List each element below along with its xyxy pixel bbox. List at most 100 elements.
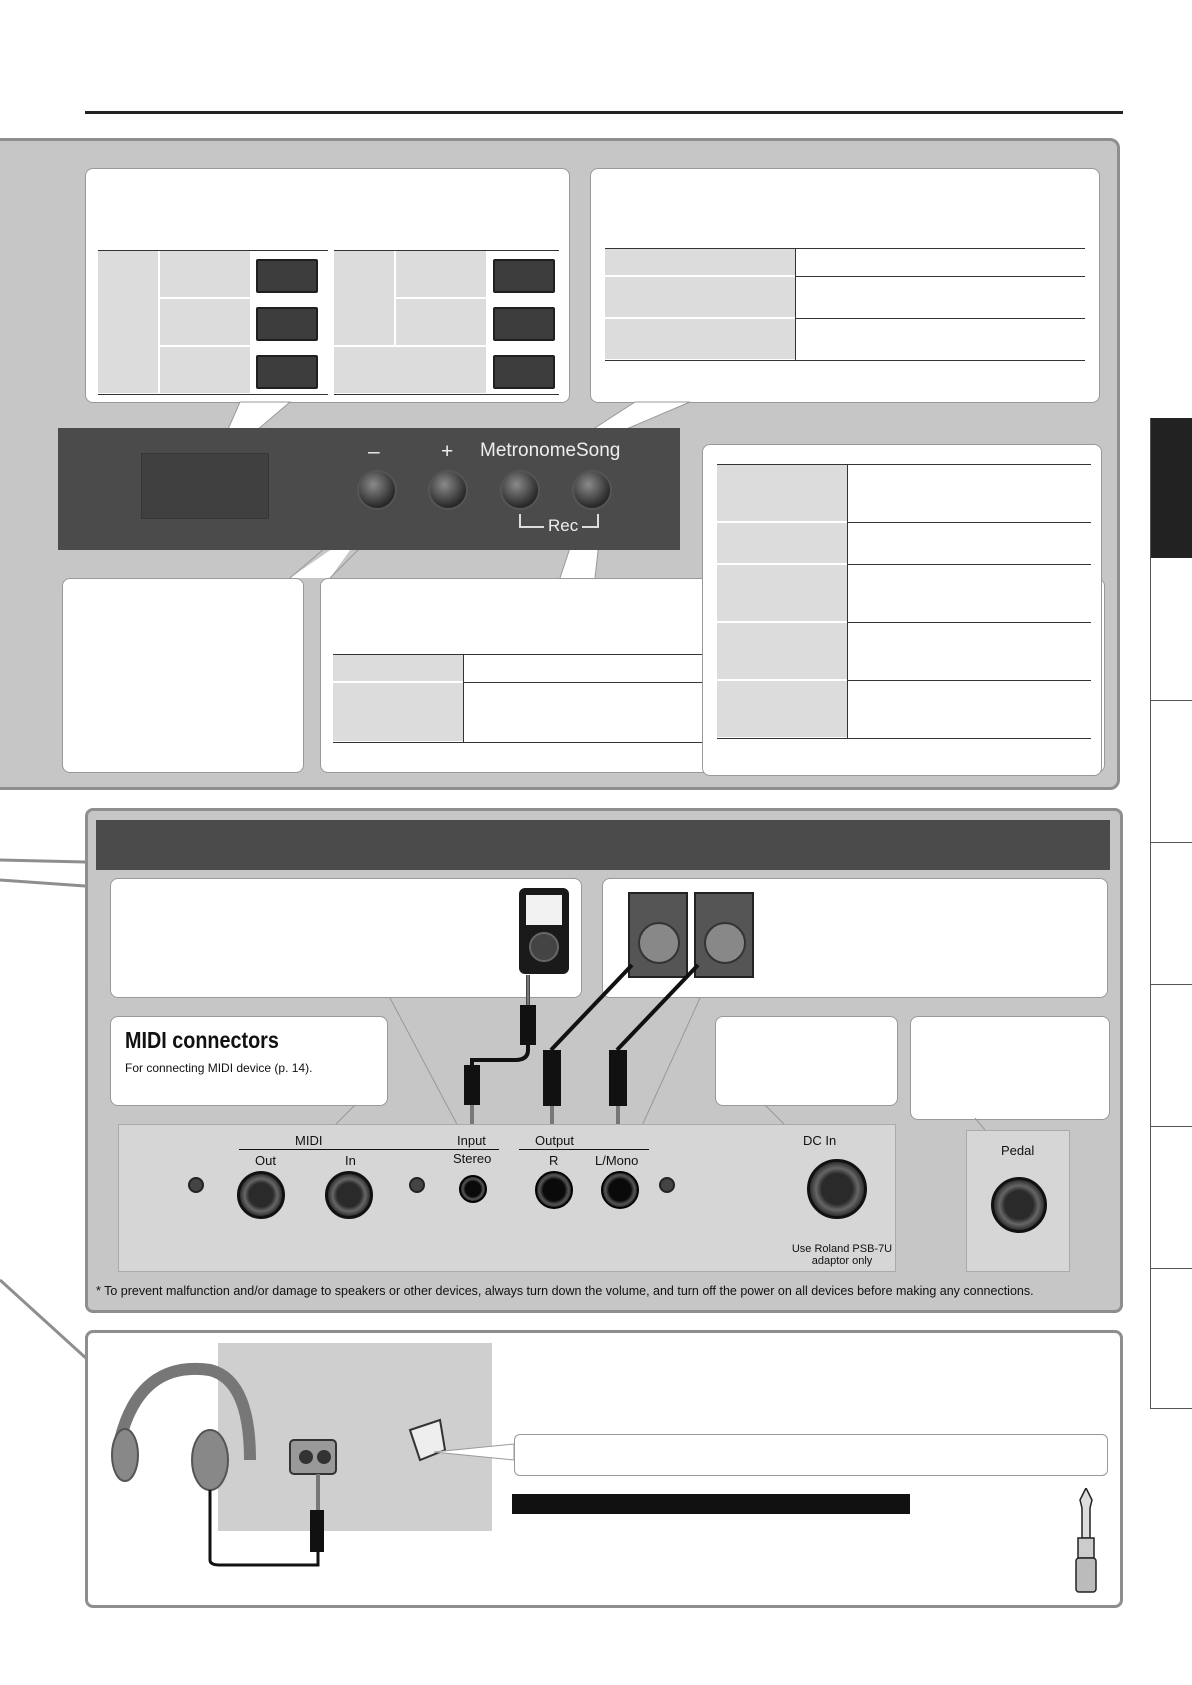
button-illustration [493, 259, 555, 293]
display-window [141, 453, 269, 519]
leader-lines [0, 858, 90, 1360]
pedal-label: Pedal [1001, 1143, 1035, 1158]
section-heading-bar [96, 820, 1110, 870]
stereo-plug-icon [1075, 1488, 1097, 1593]
midi-callout-card: MIDI connectors For connecting MIDI devi… [110, 1016, 388, 1106]
display-callout-card [85, 168, 570, 403]
side-tab-border [1150, 418, 1151, 1408]
table-rule [333, 742, 703, 743]
table-divider [795, 249, 796, 360]
header-rule [85, 111, 1123, 114]
button-illustration [493, 355, 555, 389]
panel-screw [659, 1177, 675, 1193]
table-cell [396, 299, 486, 345]
song-label: Song [576, 440, 621, 461]
speaker-icon [628, 892, 688, 978]
headphone-hook-callout [514, 1434, 1108, 1476]
table-rule [717, 464, 1091, 465]
table-rule [717, 738, 1091, 739]
metronome-label: Metronome [480, 440, 577, 461]
table-cell [605, 319, 795, 359]
value-callout-card [62, 578, 304, 773]
recording-callout-card [702, 444, 1102, 776]
control-panel-strip: – + Metronome Song Rec [58, 428, 680, 550]
table-rule [847, 622, 1091, 623]
piano-underside-illustration [218, 1343, 492, 1531]
side-tab-divider [1150, 1408, 1192, 1409]
table-rule [98, 394, 328, 395]
song-button[interactable] [572, 470, 612, 510]
audio-input-callout-card [110, 878, 582, 998]
table-cell [605, 277, 795, 317]
table-group-cell [334, 251, 394, 345]
table-cell [333, 683, 463, 741]
button-illustration [256, 259, 318, 293]
pedal-callout-card [910, 1016, 1110, 1120]
table-rule [98, 250, 328, 251]
table-cell [717, 523, 847, 563]
output-lmono-jack [601, 1171, 639, 1209]
adaptor-note: Use Roland PSB-7U adaptor only [791, 1243, 893, 1267]
side-tab-divider [1150, 842, 1192, 843]
table-divider [847, 465, 848, 738]
pedal-jack [991, 1177, 1047, 1233]
midi-in-jack [325, 1171, 373, 1219]
table-rule [334, 394, 559, 395]
input-label: Input [457, 1133, 486, 1148]
output-lmono-label: L/Mono [595, 1153, 639, 1168]
button-illustration [256, 355, 318, 389]
output-rule [519, 1149, 649, 1150]
minus-label: – [368, 440, 380, 463]
table-cell [717, 565, 847, 621]
metronome-callout-card [590, 168, 1100, 403]
table-rule [605, 360, 1085, 361]
table-cell [334, 347, 486, 393]
table-cell [605, 249, 795, 275]
table-cell [160, 251, 250, 297]
midi-out-jack [237, 1171, 285, 1219]
side-tab-active [1150, 418, 1192, 558]
speaker-icon [694, 892, 754, 978]
input-stereo-label: Stereo [453, 1151, 492, 1166]
midi-out-label: Out [255, 1153, 276, 1168]
output-r-jack [535, 1171, 573, 1209]
side-tab-divider [1150, 1126, 1192, 1127]
hook-pointer [433, 1443, 515, 1461]
table-cell [717, 465, 847, 521]
table-cell [333, 655, 463, 681]
table-rule [847, 680, 1091, 681]
connector-panel: MIDI Out In Input Stereo Output R L/Mono… [118, 1124, 896, 1272]
table-rule [795, 318, 1085, 319]
midi-title: MIDI connectors [125, 1027, 279, 1053]
table-cell [396, 251, 486, 297]
pedal-panel: Pedal [966, 1130, 1070, 1272]
headphones-illustration [111, 1362, 447, 1567]
table-rule [847, 564, 1091, 565]
rec-label: Rec [544, 516, 583, 536]
minus-button[interactable] [357, 470, 397, 510]
table-rule [463, 682, 703, 683]
plus-button[interactable] [428, 470, 468, 510]
output-label: Output [535, 1133, 575, 1148]
side-tab-divider [1150, 1268, 1192, 1269]
midi-in-label: In [345, 1153, 356, 1168]
side-tab-divider [1150, 700, 1192, 701]
ground-screw [188, 1177, 204, 1193]
metronome-button[interactable] [500, 470, 540, 510]
button-illustration [493, 307, 555, 341]
table-divider [463, 655, 464, 742]
table-cell [717, 681, 847, 737]
table-rule [605, 248, 1085, 249]
dcin-jack [807, 1159, 867, 1219]
midi-rule [239, 1149, 499, 1150]
connection-warning: * To prevent malfunction and/or damage t… [96, 1284, 1034, 1298]
dcin-callout-card [715, 1016, 898, 1106]
table-cell [160, 299, 250, 345]
headphones-heading-bar [512, 1494, 910, 1514]
input-stereo-jack [459, 1175, 487, 1203]
side-tab-divider [1150, 984, 1192, 985]
panel-screw [409, 1177, 425, 1193]
midi-description: For connecting MIDI device (p. 14). [125, 1061, 313, 1075]
table-rule [334, 250, 559, 251]
